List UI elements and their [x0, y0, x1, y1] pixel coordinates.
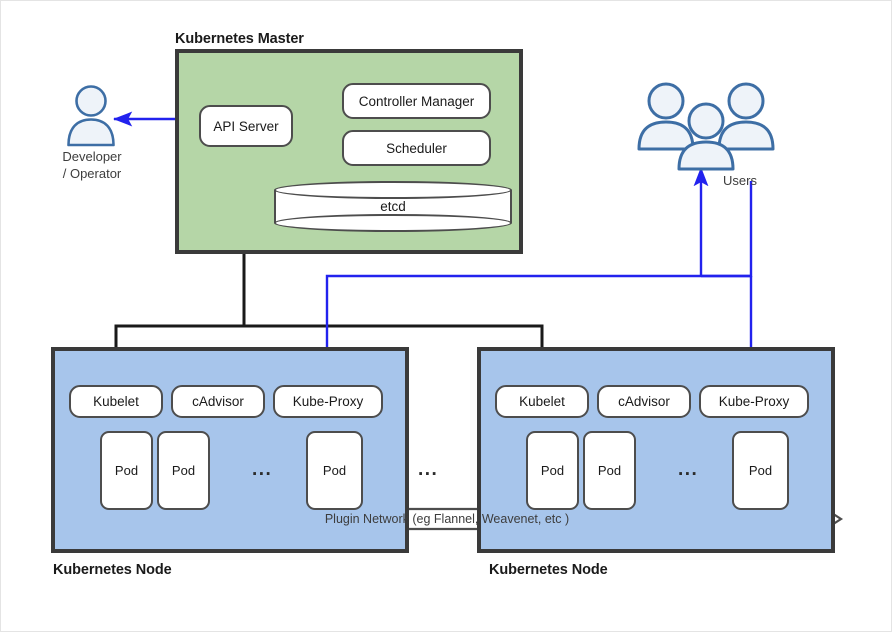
node-right-pod-2[interactable]: Pod [583, 431, 636, 510]
api-server-label: API Server [213, 118, 279, 134]
node-right-pod-ellipsis: ... [678, 459, 699, 480]
node-left-pod-1[interactable]: Pod [100, 431, 153, 510]
node-right-kubelet-box[interactable]: Kubelet [495, 385, 589, 418]
node-left-kubelet-box[interactable]: Kubelet [69, 385, 163, 418]
people-icon [637, 82, 775, 171]
node-right-kubeproxy-box[interactable]: Kube-Proxy [699, 385, 809, 418]
node-left-pod-ellipsis: ... [252, 459, 273, 480]
node-right-pod-1[interactable]: Pod [526, 431, 579, 510]
node-left-pod-3-label: Pod [322, 463, 347, 478]
node-left-pod-2[interactable]: Pod [157, 431, 210, 510]
node-right-kubeproxy-label: Kube-Proxy [718, 394, 790, 409]
etcd-cylinder[interactable]: etcd [274, 181, 512, 232]
node-right-cadvisor-box[interactable]: cAdvisor [597, 385, 691, 418]
node-right-pod-2-label: Pod [597, 463, 622, 478]
node-left-cadvisor-label: cAdvisor [192, 394, 244, 409]
node-left-pod-1-label: Pod [114, 463, 139, 478]
node-left-cadvisor-box[interactable]: cAdvisor [171, 385, 265, 418]
node-left-pod-3[interactable]: Pod [306, 431, 363, 510]
person-icon [67, 85, 115, 147]
users-label: Users [723, 173, 757, 188]
developer-label: Developer / Operator [51, 148, 133, 182]
controller-manager-box[interactable]: Controller Manager [342, 83, 491, 119]
developer-label-line2: / Operator [62, 166, 122, 181]
plugin-network-label: Plugin Network (eg Flannel, Weavenet, et… [324, 512, 570, 526]
node-left-kubeproxy-box[interactable]: Kube-Proxy [273, 385, 383, 418]
node-ellipsis: ... [418, 459, 439, 480]
node-right-cadvisor-label: cAdvisor [618, 394, 670, 409]
node-right-pod-3-label: Pod [748, 463, 773, 478]
etcd-label: etcd [380, 199, 406, 214]
developer-label-line1: Developer [62, 149, 122, 164]
node-right-title: Kubernetes Node [489, 562, 608, 578]
scheduler-label: Scheduler [386, 140, 447, 156]
master-title: Kubernetes Master [175, 31, 304, 47]
scheduler-box[interactable]: Scheduler [342, 130, 491, 166]
node-left-pod-2-label: Pod [171, 463, 196, 478]
node-right-pod-1-label: Pod [540, 463, 565, 478]
api-server-box[interactable]: API Server [199, 105, 293, 147]
controller-manager-label: Controller Manager [358, 93, 475, 109]
etcd-cylinder-top [274, 181, 512, 199]
node-right-kubelet-label: Kubelet [519, 394, 565, 409]
node-left-kubelet-label: Kubelet [93, 394, 139, 409]
node-left-kubeproxy-label: Kube-Proxy [292, 394, 364, 409]
node-right-pod-3[interactable]: Pod [732, 431, 789, 510]
node-left-title: Kubernetes Node [53, 562, 172, 578]
etcd-cylinder-bottom [274, 214, 512, 232]
